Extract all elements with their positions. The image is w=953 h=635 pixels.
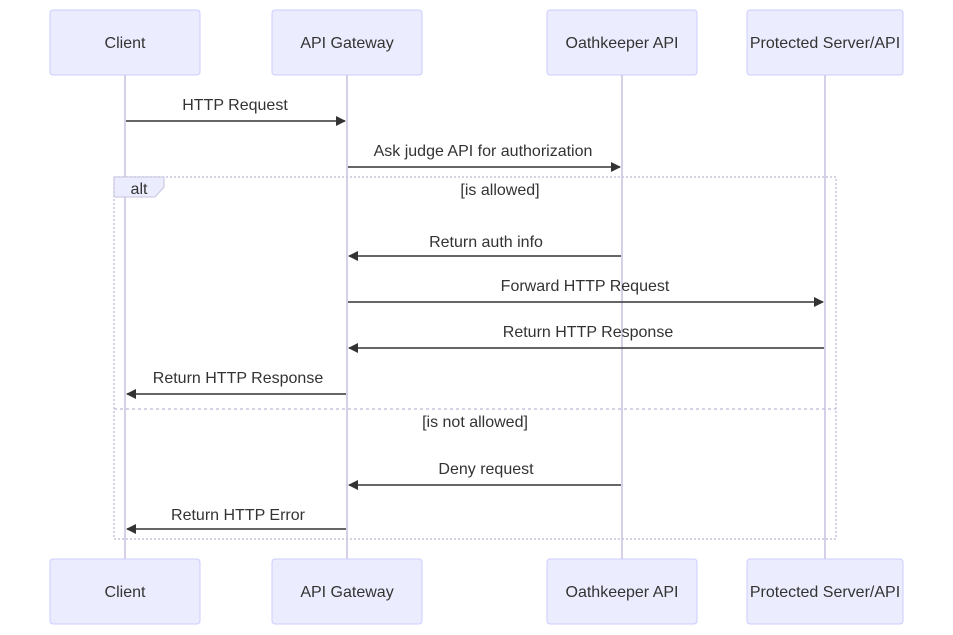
actor-protected-top: Protected Server/API <box>746 9 904 76</box>
message-ask-judge: Ask judge API for authorization <box>348 143 621 172</box>
actor-client-top: Client <box>49 9 201 76</box>
svg-text:Return HTTP Response: Return HTTP Response <box>153 370 324 387</box>
svg-text:Oathkeeper API: Oathkeeper API <box>566 35 679 52</box>
svg-text:API Gateway: API Gateway <box>300 584 393 601</box>
svg-text:Protected Server/API: Protected Server/API <box>750 584 900 601</box>
svg-text:Deny request: Deny request <box>438 461 534 478</box>
svg-text:Return auth info: Return auth info <box>429 234 543 251</box>
message-deny-request: Deny request <box>348 461 621 490</box>
svg-text:Forward HTTP Request: Forward HTTP Request <box>501 278 670 295</box>
svg-text:HTTP Request: HTTP Request <box>182 97 288 114</box>
alt-frame <box>113 176 837 540</box>
actor-oathkeeper-top: Oathkeeper API <box>546 9 698 76</box>
actor-client-bottom: Client <box>49 558 201 625</box>
svg-text:Protected Server/API: Protected Server/API <box>750 35 900 52</box>
actor-gateway-bottom: API Gateway <box>271 558 423 625</box>
svg-text:API Gateway: API Gateway <box>300 35 393 52</box>
svg-text:Client: Client <box>105 584 146 601</box>
message-http-request: HTTP Request <box>126 97 346 126</box>
alt-block: alt [is allowed] [is not allowed] <box>113 176 837 540</box>
svg-text:Oathkeeper API: Oathkeeper API <box>566 584 679 601</box>
svg-text:Client: Client <box>105 35 146 52</box>
message-return-http-response-2: Return HTTP Response <box>126 370 346 399</box>
message-return-auth-info: Return auth info <box>348 234 621 261</box>
alt-condition-allowed: [is allowed] <box>460 182 539 199</box>
message-return-http-response-1: Return HTTP Response <box>348 324 824 353</box>
actor-gateway-top: API Gateway <box>271 9 423 76</box>
actor-oathkeeper-bottom: Oathkeeper API <box>546 558 698 625</box>
svg-text:Return HTTP Response: Return HTTP Response <box>503 324 674 341</box>
alt-condition-not-allowed: [is not allowed] <box>422 414 528 431</box>
alt-keyword: alt <box>131 181 148 198</box>
svg-text:Return HTTP Error: Return HTTP Error <box>171 507 306 524</box>
alt-keyword-tab <box>113 176 165 198</box>
message-return-http-error: Return HTTP Error <box>126 507 346 534</box>
svg-text:Ask judge API for authorizatio: Ask judge API for authorization <box>374 143 593 160</box>
message-forward-http-request: Forward HTTP Request <box>348 278 824 307</box>
actor-protected-bottom: Protected Server/API <box>746 558 904 625</box>
